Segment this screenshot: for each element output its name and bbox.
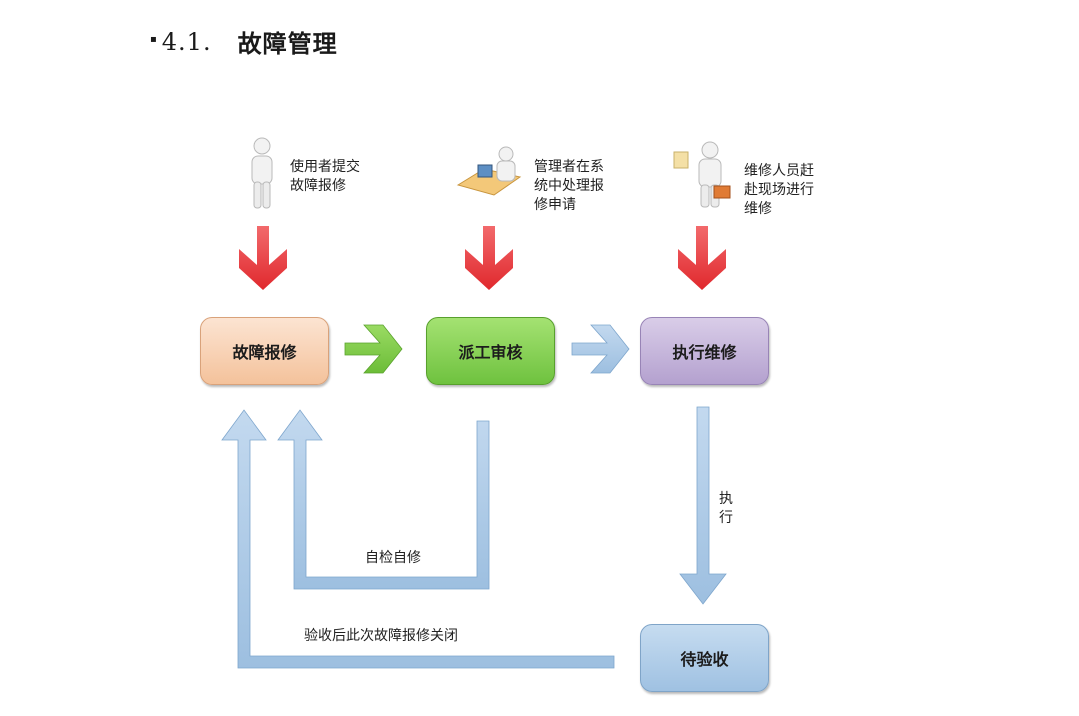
node-fault-report: 故障报修 — [200, 317, 329, 385]
person-with-toolbox-icon — [673, 141, 731, 208]
blue-arrow-self-repair-loop — [277, 409, 490, 590]
heading-title: 故障管理 — [237, 29, 338, 58]
edge-label-close: 验收后此次故障报修关闭 — [304, 628, 458, 644]
blue-arrow-close-loop — [221, 409, 615, 669]
node-dispatch-review: 派工审核 — [426, 317, 555, 385]
actor-caption-manager: 管理者在系 统中处理报 修申请 — [534, 158, 604, 215]
red-arrow-dispatch — [465, 226, 513, 290]
node-pending-acceptance: 待验收 — [640, 624, 769, 692]
caption-line: 统中处理报 — [534, 178, 604, 194]
caption-line: 维修 — [744, 201, 772, 217]
actor-caption-technician: 维修人员赶 赴现场进行 维修 — [744, 162, 814, 219]
red-arrow-report — [239, 226, 287, 290]
caption-line: 修申请 — [534, 197, 576, 213]
section-heading: ▪ 4.1. 故障管理 — [150, 24, 338, 59]
heading-number: 4.1. — [161, 27, 212, 56]
red-arrow-execute — [678, 226, 726, 290]
caption-line: 维修人员赶 — [744, 163, 814, 179]
actor-caption-user: 使用者提交 故障报修 — [290, 158, 360, 196]
standing-person-icon — [251, 137, 273, 209]
edge-label-execute: 执 行 — [718, 490, 734, 528]
caption-line: 赴现场进行 — [744, 182, 814, 198]
node-execute-repair: 执行维修 — [640, 317, 769, 385]
blue-arrow-dispatch-to-execute — [571, 324, 630, 374]
blue-arrow-execute-to-accept — [679, 406, 727, 605]
caption-line: 管理者在系 — [534, 159, 604, 175]
edge-label-char: 行 — [719, 510, 733, 526]
edge-label-self-repair: 自检自修 — [365, 550, 421, 566]
caption-line: 使用者提交 — [290, 159, 360, 175]
edge-label-char: 执 — [719, 491, 733, 507]
green-arrow-report-to-dispatch — [344, 324, 403, 374]
person-at-computer-icon — [456, 146, 522, 196]
heading-bullet: ▪ — [150, 34, 158, 45]
caption-line: 故障报修 — [290, 178, 346, 194]
